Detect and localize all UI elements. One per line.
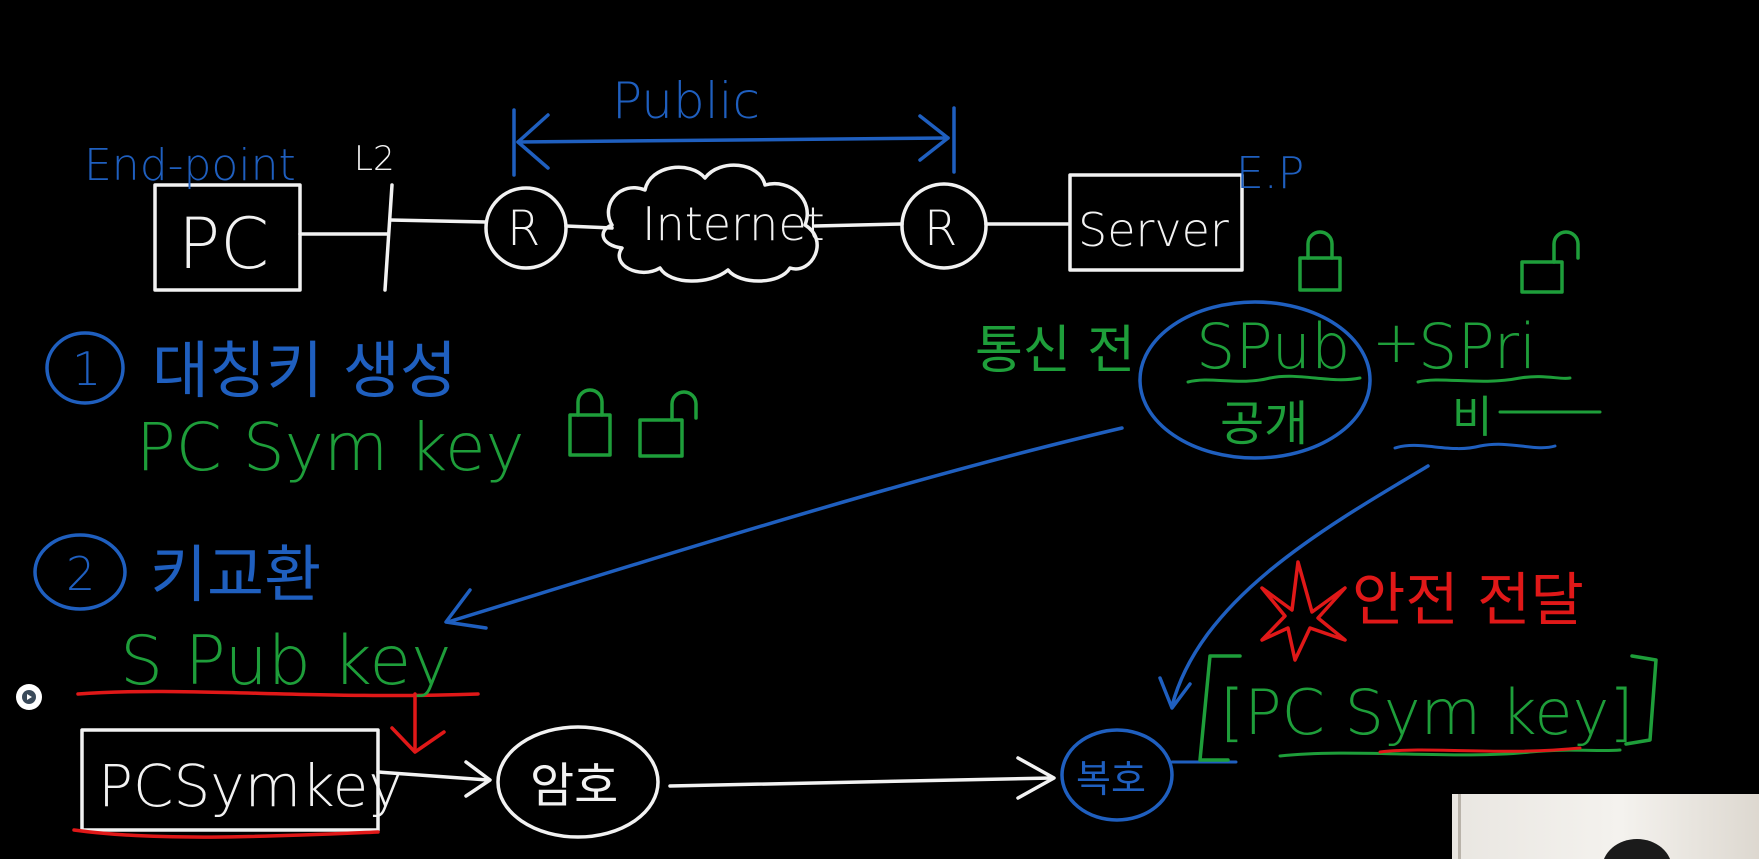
sym-key-red-underline [1378,746,1582,754]
spri-underline [1416,375,1572,384]
step-2-circle [33,533,127,611]
step-1-detail: PC Sym key [136,409,525,486]
l2-switch-line [383,183,394,292]
encrypt-down-arrow [390,692,446,754]
internet-cloud [601,163,819,283]
step-1-title: 대칭키 생성 [152,334,457,407]
before-comm-label: 통신 전 [975,321,1135,381]
decrypt-circle [1060,728,1174,822]
lock-icon [1298,230,1342,292]
l2-label: L2 [354,139,395,179]
ep-label: E.P [1236,148,1304,199]
lock-icon [568,388,612,457]
step-2-title: 키교환 [150,538,321,611]
step-2-number: 2 [66,547,95,601]
safe-delivery-title: 안전 전달 [1352,566,1584,634]
step-2-detail: S Pub key [120,622,452,701]
internet-label: Internet [642,197,825,251]
presenter-head [1602,839,1672,859]
step-1-number: 1 [72,342,101,396]
public-label: Public [612,72,760,130]
key-exchange-arrow [444,426,1124,630]
pc-box [153,183,302,292]
unlock-icon [1520,230,1580,294]
public-key-label: 공개 [1220,396,1308,452]
pc-sym-key-label: PCSymkey [98,752,403,820]
flow-arrow-to-encrypt [376,760,492,798]
plus-label: + [1372,308,1421,376]
private-key-arrow [1158,464,1430,710]
private-key-underline [1393,442,1557,451]
webcam-overlay [1452,794,1759,859]
pc-sym-key-underline [72,828,380,839]
sym-key-bracket-right [1624,654,1658,746]
unlock-icon [638,390,698,458]
router-left-circle [484,186,568,270]
endpoint-label: End-point [84,140,296,191]
pc-label: PC [178,203,269,285]
encrypt-label: 암호 [530,758,618,814]
spub-underline [1186,374,1362,384]
decrypt-label: 복호 [1076,757,1146,801]
star-icon [1260,560,1347,662]
server-box [1068,173,1244,272]
link-cloud-router [813,222,904,228]
link-router-cloud [564,224,614,230]
sym-key-green-underline [1278,748,1622,758]
encrypt-circle [496,725,660,839]
router-right-label: R [924,201,957,257]
router-left-label: R [507,201,540,257]
sym-key-bracket-left [1198,654,1242,762]
private-key-label: 비 [1452,392,1492,443]
step-1-circle [45,331,125,405]
spub-circle [1138,300,1372,460]
network-topology [153,163,1244,292]
flow-arrow-to-decrypt [668,756,1056,800]
webcam-background-frame [1458,794,1461,859]
spri-label: SPri [1418,310,1536,383]
safe-delivery-content: [PC Sym key] [1220,676,1633,749]
link-l2-router [388,218,488,224]
public-span-arrow [512,106,956,177]
router-right-circle [900,182,988,270]
server-label: Server [1078,203,1229,257]
spub-label: SPub [1196,310,1350,383]
video-control-button[interactable] [16,684,42,710]
play-icon [22,690,36,704]
pc-sym-key-box [80,728,380,832]
